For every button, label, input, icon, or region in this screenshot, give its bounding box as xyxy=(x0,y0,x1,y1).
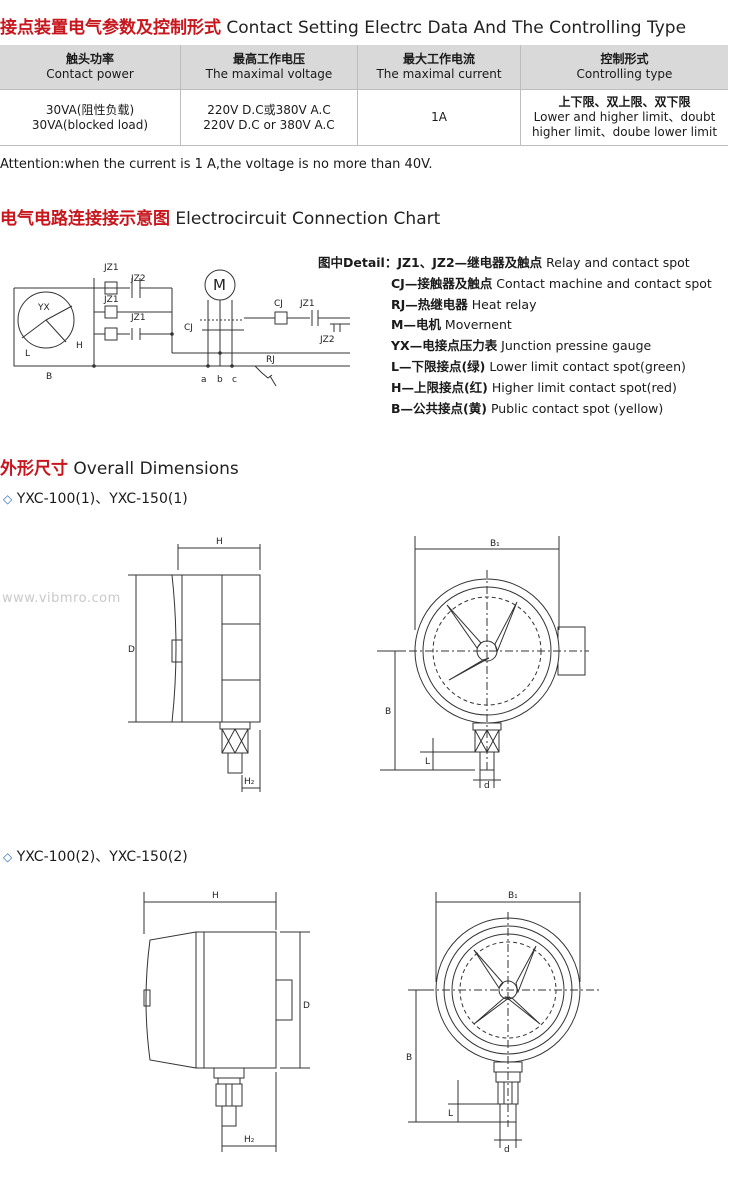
dim-h2: H₂ xyxy=(244,777,255,787)
model1-side-view: H D H₂ xyxy=(128,537,261,792)
diamond-icon: ◇ xyxy=(3,850,13,864)
detail-legend: 图中Detail：JZ1、JZ2—继电器及触点 Relay and contac… xyxy=(318,253,712,419)
dim-d: D xyxy=(128,645,135,655)
header-controlling-type: 控制形式 Controlling type xyxy=(520,45,728,90)
legend-item: RJ—热继电器 Heat relay xyxy=(391,296,537,312)
label-jz1-low: JZ1 xyxy=(130,313,146,323)
dim-h2-2: H₂ xyxy=(244,1135,255,1145)
section-title-en: Contact Setting Electrc Data And The Con… xyxy=(226,18,687,38)
label-jz1-mid: JZ1 xyxy=(103,295,119,305)
model2-front-view: B₁ B L d xyxy=(406,891,600,1155)
legend-item: B—公共接点(黄) Public contact spot (yellow) xyxy=(391,400,664,416)
label-c: c xyxy=(232,375,237,385)
dim-l-2: L xyxy=(448,1109,453,1119)
legend-item: CJ—接触器及触点 Contact machine and contact sp… xyxy=(391,275,712,291)
params-table: 触头功率 Contact power 最高工作电压 The maximal vo… xyxy=(0,45,728,146)
model2-side-view: H D H₂ xyxy=(143,891,310,1152)
label-jz1-top: JZ1 xyxy=(103,263,119,273)
label-b: B xyxy=(46,372,52,382)
header-contact-power: 触头功率 Contact power xyxy=(0,45,181,90)
cell-current: 1A xyxy=(357,89,521,146)
legend-item: 图中Detail：JZ1、JZ2—继电器及触点 Relay and contac… xyxy=(318,255,690,270)
cell-power: 30VA(阻性负载) 30VA(blocked load) xyxy=(0,89,181,146)
label-a: a xyxy=(201,375,207,385)
section-title-circuit: 电气电路连接接示意图 Electrocircuit Connection Cha… xyxy=(0,209,441,229)
cell-voltage: 220V D.C或380V A.C 220V D.C or 380V A.C xyxy=(180,89,358,146)
attention-note: Attention:when the current is 1 A,the vo… xyxy=(0,157,433,172)
table-header-row: 触头功率 Contact power 最高工作电压 The maximal vo… xyxy=(0,45,728,90)
label-rj: RJ xyxy=(266,355,275,365)
dim-l: L xyxy=(425,757,430,767)
circuit-diagram: JZ1 JZ2 JZ1 JZ1 YX L H B CJ M CJ JZ1 JZ2… xyxy=(13,263,350,387)
dim-b: B xyxy=(385,707,391,717)
section-title-electrical-params: 接点装置电气参数及控制形式 Contact Setting Electrc Da… xyxy=(0,13,686,38)
section-title-cn: 接点装置电气参数及控制形式 xyxy=(0,18,221,38)
section-title-dimensions: 外形尺寸 Overall Dimensions xyxy=(0,459,239,479)
dim-d-2: D xyxy=(303,1001,310,1011)
legend-item: L—下限接点(绿) Lower limit contact spot(green… xyxy=(391,358,686,374)
watermark: www.vibmro.com xyxy=(2,591,121,606)
label-jz2-top: JZ2 xyxy=(130,274,146,284)
model-label-1: ◇ YXC-100(1)、YXC-150(1) xyxy=(3,491,188,507)
dim-h-2: H xyxy=(212,891,219,901)
legend-item: YX—电接点压力表 Junction pressine gauge xyxy=(391,338,652,354)
dim-h: H xyxy=(216,537,223,547)
legend-item: H—上限接点(红) Higher limit contact spot(red) xyxy=(391,379,677,395)
header-max-voltage: 最高工作电压 The maximal voltage xyxy=(180,45,358,90)
label-yx: YX xyxy=(37,303,50,313)
dim-b1-2: B₁ xyxy=(508,891,518,901)
label-m: M xyxy=(213,276,226,294)
label-b-phase: b xyxy=(217,375,223,385)
dim-d-small: d xyxy=(484,781,490,790)
legend-item: M—电机 Movernent xyxy=(391,317,512,333)
label-jz2-right: JZ2 xyxy=(319,335,335,345)
header-max-current: 最大工作电流 The maximal current xyxy=(357,45,521,90)
cell-control: 上下限、双上限、双下限 Lower and higher limit、doubt… xyxy=(520,89,728,146)
label-h: H xyxy=(76,341,83,351)
dim-b1: B₁ xyxy=(490,539,500,549)
model-label-2: ◇ YXC-100(2)、YXC-150(2) xyxy=(3,849,188,865)
dim-b-2: B xyxy=(406,1053,412,1063)
label-l: L xyxy=(25,349,30,359)
model1-front-view: B₁ B L d xyxy=(377,536,589,790)
label-jz1-right: JZ1 xyxy=(299,299,315,309)
label-cj-right: CJ xyxy=(274,299,283,309)
diamond-icon: ◇ xyxy=(3,492,13,506)
dim-d-small-2: d xyxy=(504,1145,510,1155)
label-cj-left: CJ xyxy=(184,323,193,333)
table-row: 30VA(阻性负载) 30VA(blocked load) 220V D.C或3… xyxy=(0,89,728,146)
